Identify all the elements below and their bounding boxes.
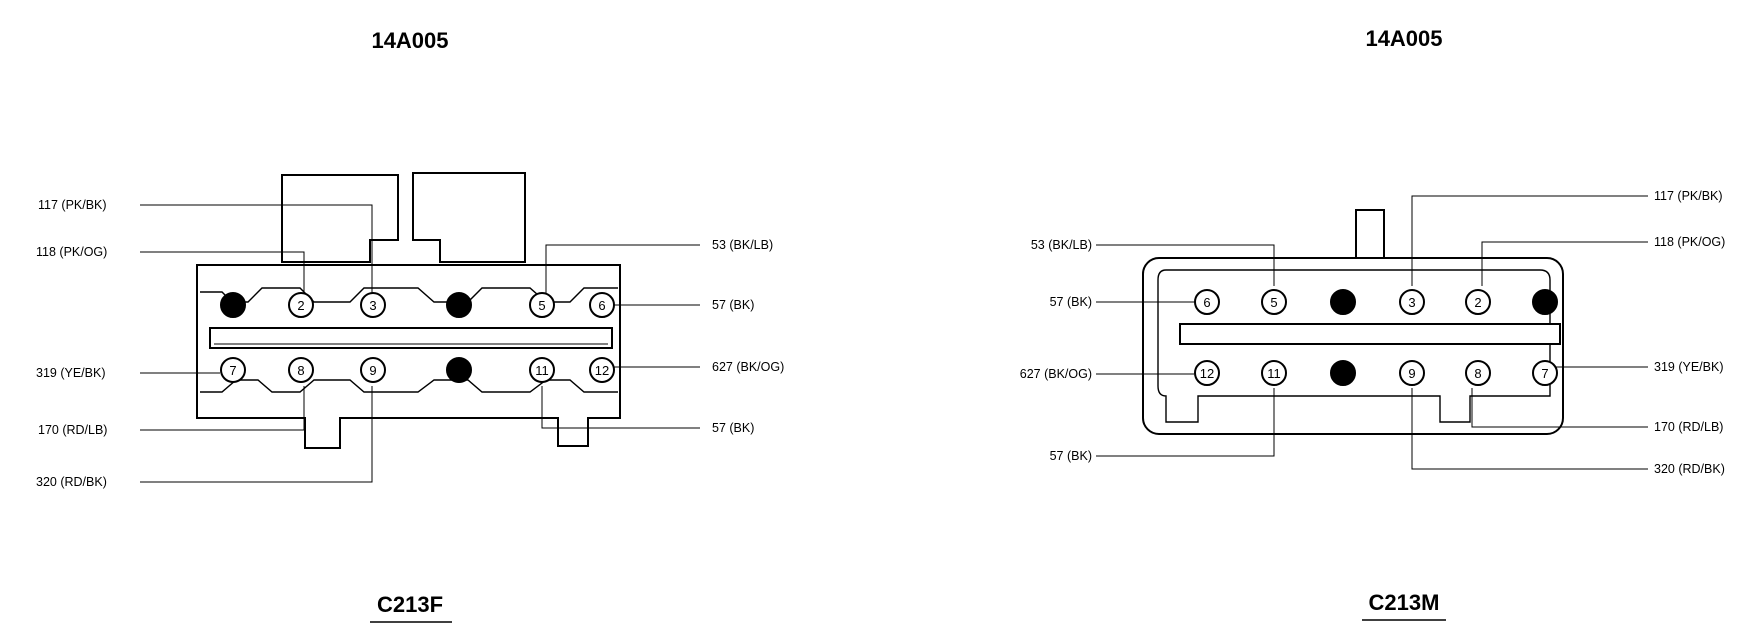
svg-text:12: 12 [595, 363, 609, 378]
wire-label: 57 (BK) [712, 421, 754, 435]
svg-text:2: 2 [297, 298, 304, 313]
pin-3: 3 [1399, 289, 1425, 315]
wire-label: 57 (BK) [712, 298, 754, 312]
wire-label: 117 (PK/BK) [1654, 189, 1723, 203]
svg-text:7: 7 [1541, 366, 1548, 381]
wire-label: 627 (BK/OG) [1020, 367, 1092, 381]
left-lead-lines [140, 204, 700, 483]
pin-8: 8 [288, 357, 314, 383]
pin-1: 1 [1532, 289, 1558, 315]
right-center-bar [1179, 323, 1561, 345]
pin-4: 4 [446, 292, 472, 318]
pin-7: 7 [220, 357, 246, 383]
svg-text:10: 10 [1336, 366, 1350, 381]
pin-8: 8 [1465, 360, 1491, 386]
wire-label: 170 (RD/LB) [1654, 420, 1723, 434]
svg-text:10: 10 [452, 363, 466, 378]
svg-text:11: 11 [1267, 366, 1281, 381]
right-inner-outline [1157, 269, 1551, 423]
pin-5: 5 [1261, 289, 1287, 315]
svg-text:5: 5 [538, 298, 545, 313]
right-connector: 14A005 [1096, 26, 1648, 470]
right-top-tab [1355, 209, 1385, 261]
left-center-bar [209, 327, 613, 349]
pin-10: 10 [446, 357, 472, 383]
svg-text:12: 12 [1200, 366, 1214, 381]
pin-4: 4 [1330, 289, 1356, 315]
pin-3: 3 [360, 292, 386, 318]
wire-label: 170 (RD/LB) [38, 423, 107, 437]
svg-text:7: 7 [229, 363, 236, 378]
left-connector: 14A005 [140, 28, 700, 483]
svg-text:9: 9 [1408, 366, 1415, 381]
svg-text:2: 2 [1474, 295, 1481, 310]
right-housing [1142, 257, 1564, 435]
svg-text:3: 3 [369, 298, 376, 313]
left-connector-id: C213F [377, 592, 443, 617]
left-wire-labels: 117 (PK/BK) 118 (PK/OG) 319 (YE/BK) 170 … [36, 198, 784, 489]
wire-label: 627 (BK/OG) [712, 360, 784, 374]
svg-text:1: 1 [1541, 295, 1548, 310]
svg-text:5: 5 [1270, 295, 1277, 310]
wire-label: 320 (RD/BK) [36, 475, 107, 489]
left-housing [196, 264, 621, 449]
right-connector-id: C213M [1369, 590, 1440, 615]
wire-label: 319 (YE/BK) [1654, 360, 1723, 374]
wire-label: 319 (YE/BK) [36, 366, 105, 380]
pin-10: 10 [1330, 360, 1356, 386]
pin-2: 2 [1465, 289, 1491, 315]
pin-1: 1 [220, 292, 246, 318]
left-pin-array: 1 2 3 4 5 6 7 8 9 10 11 12 [220, 292, 615, 383]
pin-6: 6 [589, 292, 615, 318]
wire-label: 53 (BK/LB) [1031, 238, 1092, 252]
svg-text:8: 8 [1474, 366, 1481, 381]
svg-text:4: 4 [1339, 295, 1346, 310]
pin-12: 12 [1194, 360, 1220, 386]
pin-11: 11 [529, 357, 555, 383]
wire-label: 320 (RD/BK) [1654, 462, 1725, 476]
wire-label: 118 (PK/OG) [1654, 235, 1725, 249]
wire-label: 53 (BK/LB) [712, 238, 773, 252]
svg-text:11: 11 [535, 363, 549, 378]
svg-text:6: 6 [1203, 295, 1210, 310]
svg-text:1: 1 [229, 298, 236, 313]
wire-label: 57 (BK) [1050, 295, 1092, 309]
pin-12: 12 [589, 357, 615, 383]
svg-text:9: 9 [369, 363, 376, 378]
svg-text:3: 3 [1408, 295, 1415, 310]
right-part-number: 14A005 [1365, 26, 1442, 51]
left-latch-left [281, 174, 399, 263]
right-wire-labels: 53 (BK/LB) 57 (BK) 627 (BK/OG) 57 (BK) 1… [1020, 189, 1726, 476]
svg-text:6: 6 [598, 298, 605, 313]
right-lead-lines [1096, 195, 1648, 470]
left-latch-right [412, 172, 526, 263]
right-pin-array: 6 5 4 3 2 1 12 11 10 9 8 7 [1194, 289, 1558, 386]
pin-9: 9 [1399, 360, 1425, 386]
wire-label: 117 (PK/BK) [38, 198, 107, 212]
pin-11: 11 [1261, 360, 1287, 386]
left-part-number: 14A005 [371, 28, 448, 53]
wire-label: 118 (PK/OG) [36, 245, 107, 259]
svg-text:4: 4 [455, 298, 462, 313]
pin-2: 2 [288, 292, 314, 318]
wire-label: 57 (BK) [1050, 449, 1092, 463]
pin-7: 7 [1532, 360, 1558, 386]
svg-text:8: 8 [297, 363, 304, 378]
pin-6: 6 [1194, 289, 1220, 315]
pin-9: 9 [360, 357, 386, 383]
pin-5: 5 [529, 292, 555, 318]
